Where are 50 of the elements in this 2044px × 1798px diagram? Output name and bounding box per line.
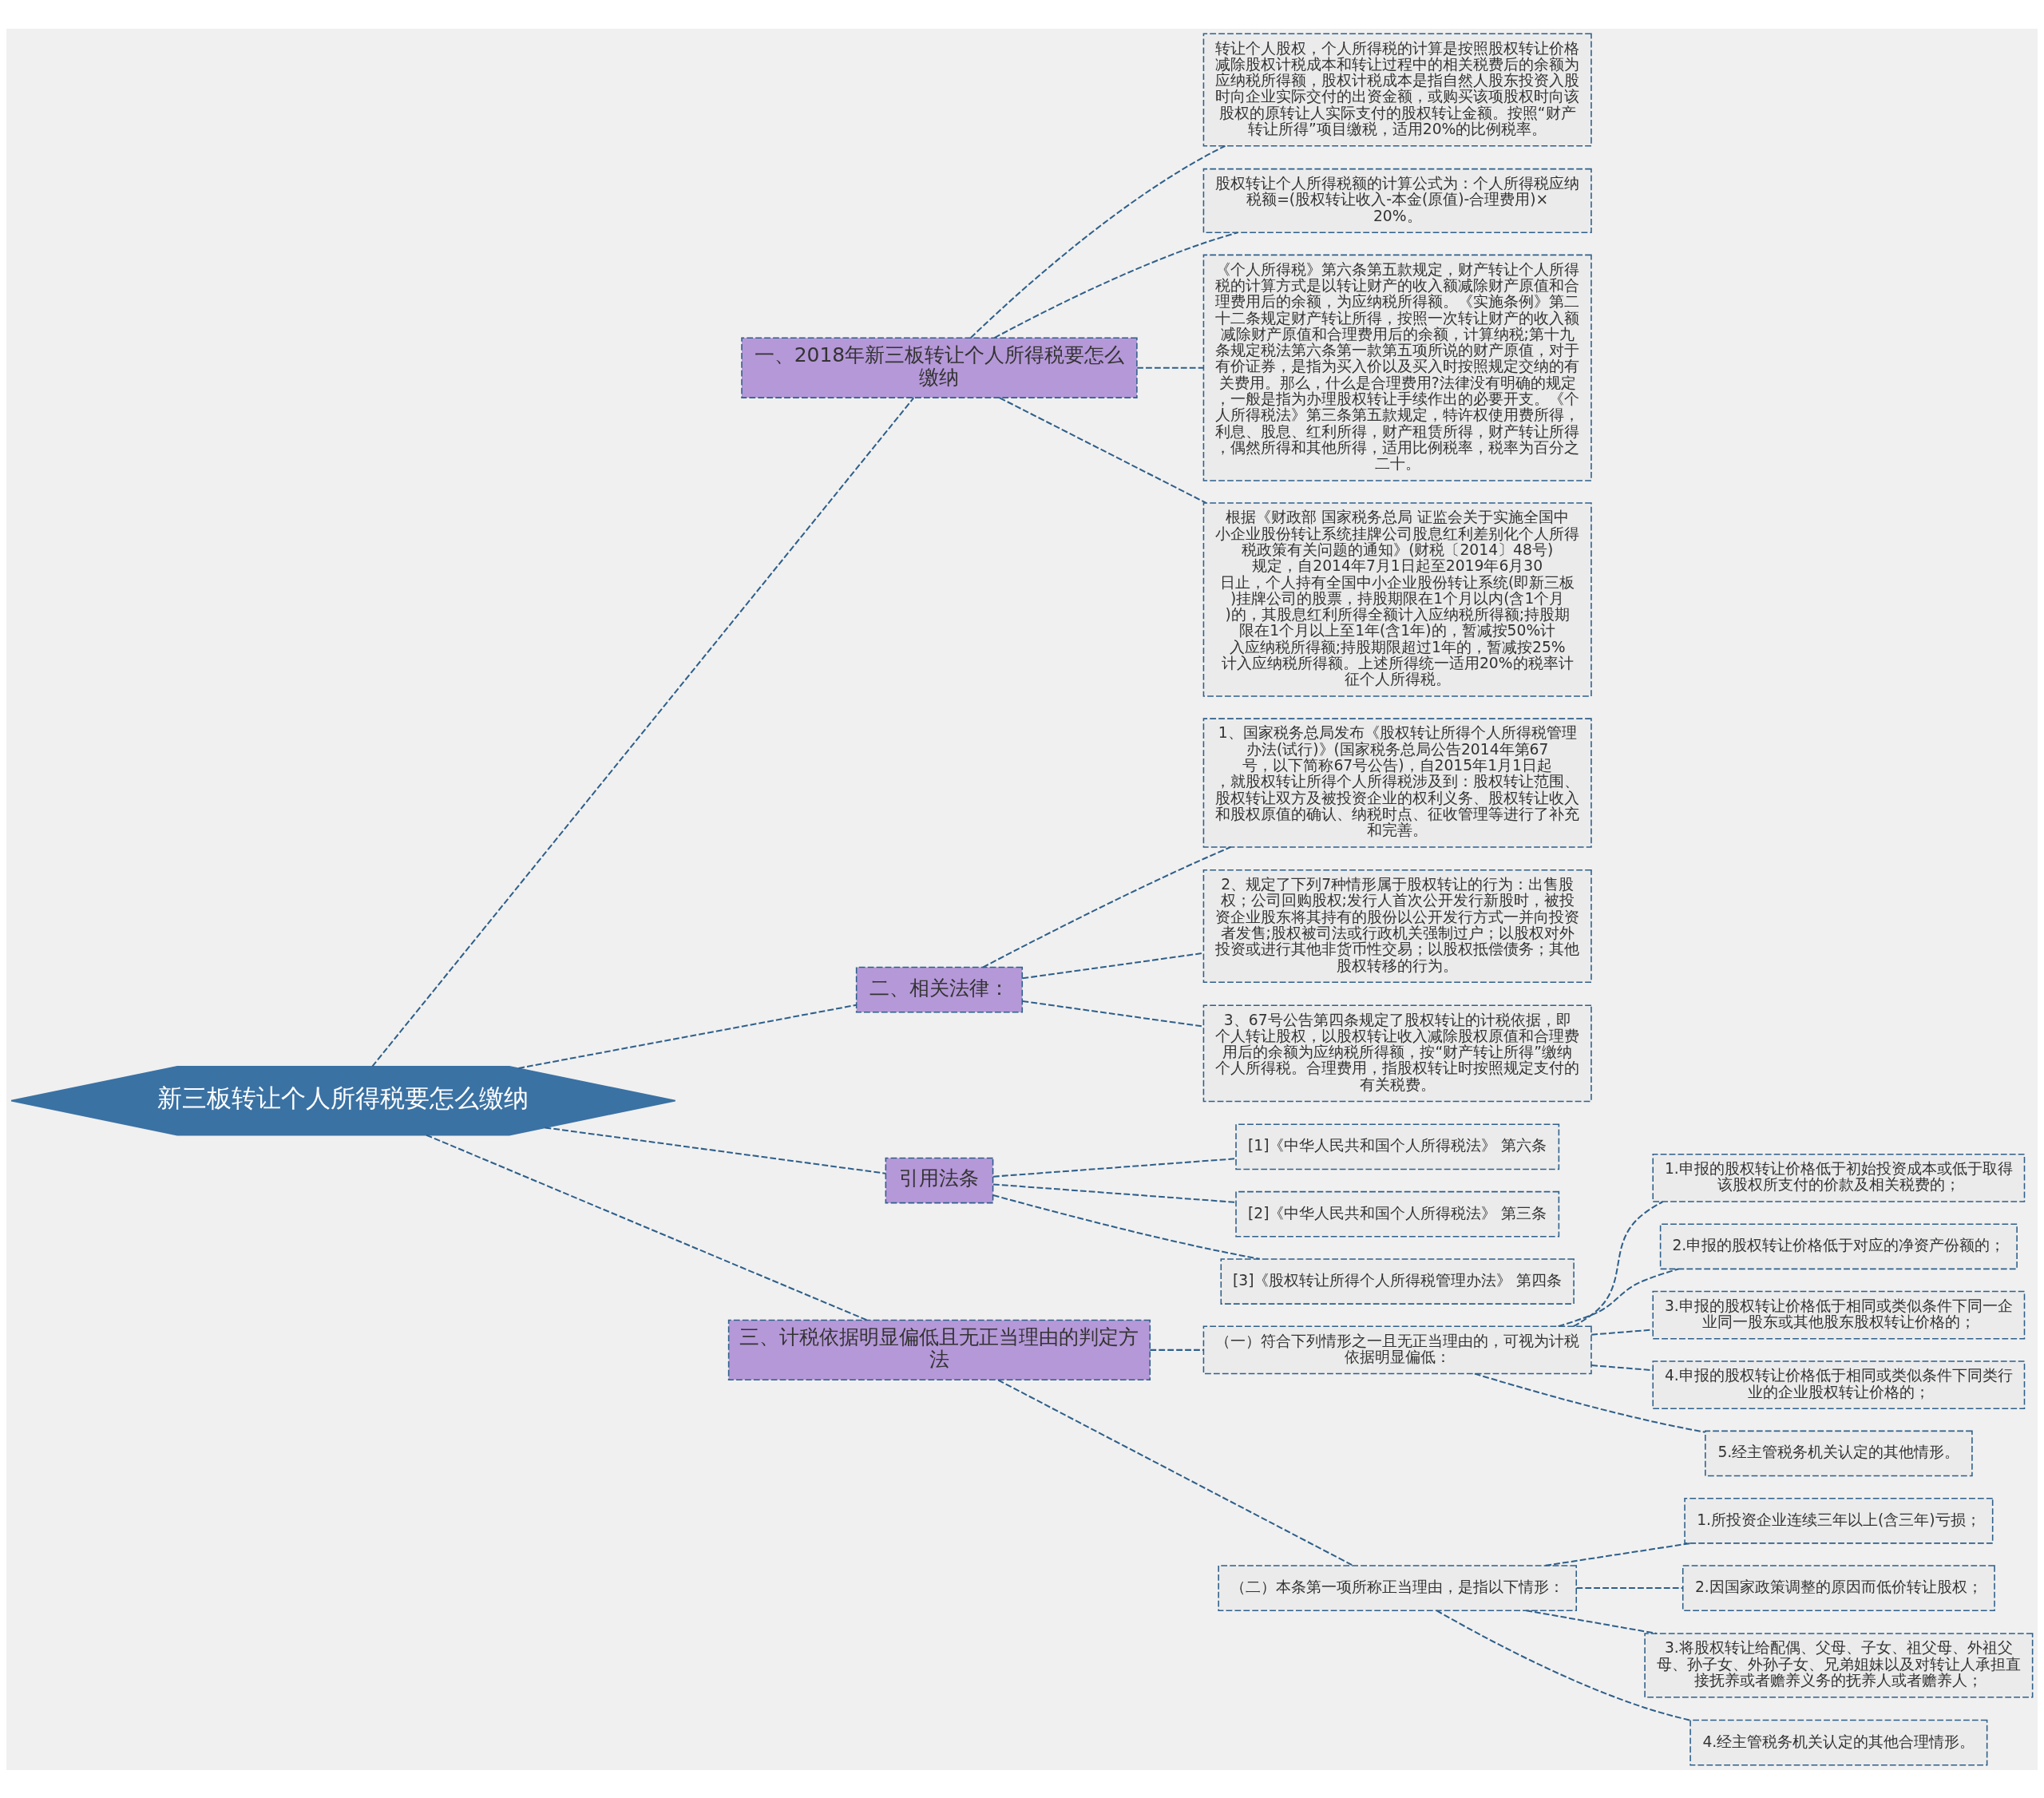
node-box: 1.申报的股权转让价格低于初始投资成本或低于取得该股权所支付的价款及相关税费的； <box>1652 1153 2026 1202</box>
node-box: 1.所投资企业连续三年以上(含三年)亏损； <box>1684 1497 1994 1544</box>
node-box: 引用法条 <box>885 1157 994 1203</box>
node-box: 根据《财政部 国家税务总局 证监会关于实施全国中小企业股份转让系统挂牌公司股息红利差别化个人所得税政策有关问题的通知》(财税〔2014〕48号)规定，自2014年7月1日起至2019年6月30日止，个人持有全国中小企业股份转让系统(即新三板)挂牌公司的股票，持股期限在1个月以内(含1个月)的，其股息红利所得全额计入应纳税所得额;持股期限在1个月以上至1年(含1年)的，暂减按50%计入应纳税所得额;持股期限超过1年的，暂减按25%计入应纳税所得额。上述所得统一适用20%的税率计征个人所得税。 <box>1202 501 1592 697</box>
connector <box>970 145 1226 339</box>
node-box: 《个人所得税》第六条第五款规定，财产转让个人所得税的计算方式是以转让财产的收入额减除财产原值和合理费用后的余额，为应纳税所得额。《实施条例》第二十二条规定财产转让所得，按照一次转让财产的收入额减除财产原值和合理费用后的余额，计算纳税;第十九条规定税法第六条第一款第五项所说的财产原值，对于有价证券，是指为买入价以及买入时按照规定交纳的有关费用。那么，什么是合理费用?法律没有明确的规定，一般是指为办理股权转让手续作出的必要开支。《个人所得税法》第三条第五款规定，特许权使用费所得，利息、股息、红利所得，财产租赁所得，财产转让所得，偶然所得和其他所得，适用比例税率，税率为百分之二十。 <box>1202 254 1592 481</box>
connector <box>1573 1200 1663 1327</box>
connector <box>982 846 1231 968</box>
node-box: 3.将股权转让给配偶、父母、子女、祖父母、外祖父母、孙子女、外孙子女、兄弟姐妹以及对转让人承担直接抚养或者赡养义务的抚养人或者赡养人； <box>1644 1632 2034 1697</box>
node-box: 2.申报的股权转让价格低于对应的净资产份额的； <box>1659 1222 2018 1269</box>
connector <box>1558 1268 1679 1327</box>
connector <box>999 396 1206 504</box>
connector <box>518 1004 857 1069</box>
connector <box>1150 1348 1204 1351</box>
node-box: 转让个人股权，个人所得税的计算是按照股权转让价格减除股权计税成本和转让过程中的相关税费后的余额为应纳税所得额，股权计税成本是指自然人股东投资入股时向企业实际交付的出资金额，或购买该项股权时向该股权的原转让人实际支付的股权转让金额。按照“财产转让所得”项目缴税，适用20%的比例税率。 <box>1202 32 1592 147</box>
connector <box>1022 1000 1204 1028</box>
connector <box>371 397 915 1067</box>
connector <box>1591 1329 1654 1336</box>
node-box: [1]《中华人民共和国个人所得税法》 第六条 <box>1235 1123 1560 1170</box>
node-box: [3]《股权转让所得个人所得税管理办法》 第四条 <box>1220 1257 1575 1305</box>
connector <box>1545 1542 1691 1566</box>
node-box: 3、67号公告第四条规定了股权转让的计税依据，即个人转让股权，以股权转让收入减除股权原值和合理费用后的余额为应纳税所得额，按“财产转让所得”缴纳个人所得税。合理费用，指股权转让时按照规定支付的有关税费。 <box>1202 1004 1592 1102</box>
connector <box>1576 1586 1683 1589</box>
connector <box>1526 1609 1657 1634</box>
connector <box>426 1134 867 1321</box>
node-box: （二）本条第一项所称正当理由，是指以下情形： <box>1218 1564 1577 1611</box>
node-box: （一）符合下列情形之一且无正当理由的，可视为计税依据明显偏低： <box>1202 1325 1592 1374</box>
node-box: 2.因国家政策调整的原因而低价转让股权； <box>1682 1564 1995 1611</box>
node-box: 5.经主管税务机关认定的其他情形。 <box>1705 1430 1973 1476</box>
node-box: 一、2018年新三板转让个人所得税要怎么缴纳 <box>741 336 1138 398</box>
connector <box>1022 952 1204 979</box>
connector <box>994 231 1238 339</box>
connector <box>992 1182 1236 1203</box>
node-box: 二、相关法律： <box>855 966 1024 1013</box>
node-box: 4.经主管税务机关认定的其他合理情形。 <box>1689 1719 1988 1766</box>
connector <box>1474 1372 1705 1433</box>
node-box: [2]《中华人民共和国个人所得税法》 第三条 <box>1235 1190 1560 1238</box>
node-box: 1、国家税务总局发布《股权转让所得个人所得税管理办法(试行)》(国家税务总局公告2014年第67号，以下简称67号公告)，自2015年1月1日起，就股权转让所得个人所得税涉及到：股权转让范围、股权转让双方及被投资企业的权利义务、股权转让收入和股权原值的确认、纳税时点、征收管理等进行了补充和完善。 <box>1202 717 1592 848</box>
node-box: 4.申报的股权转让价格低于相同或类似条件下同类行业的企业股权转让价格的； <box>1652 1360 2026 1409</box>
node-box: 2、规定了下列7种情形属于股权转让的行为：出售股权；公司回购股权;发行人首次公开发行新股时，被投资企业股东将其持有的股份以公开发行方式一并向投资者发售;股权被司法或行政机关强制过户；以股权对外投资或进行其他非货币性交易；以股权抵偿债务；其他股权转移的行为。 <box>1202 869 1592 983</box>
node-box: 股权转让个人所得税额的计算公式为：个人所得税应纳税额=(股权转让收入-本金(原值)-合理费用)×20%。 <box>1202 168 1592 233</box>
connector <box>1137 366 1204 369</box>
connector <box>1591 1364 1654 1371</box>
connector <box>1436 1609 1691 1721</box>
connector <box>997 1379 1354 1566</box>
connector <box>545 1126 886 1174</box>
node-box: 三、计税依据明显偏低且无正当理由的判定方法 <box>727 1319 1151 1380</box>
connector <box>992 1194 1260 1260</box>
node-box: 3.申报的股权转让价格低于相同或类似条件下同一企业同一股东或其他股东股权转让价格的； <box>1652 1290 2026 1340</box>
connector <box>992 1157 1236 1178</box>
